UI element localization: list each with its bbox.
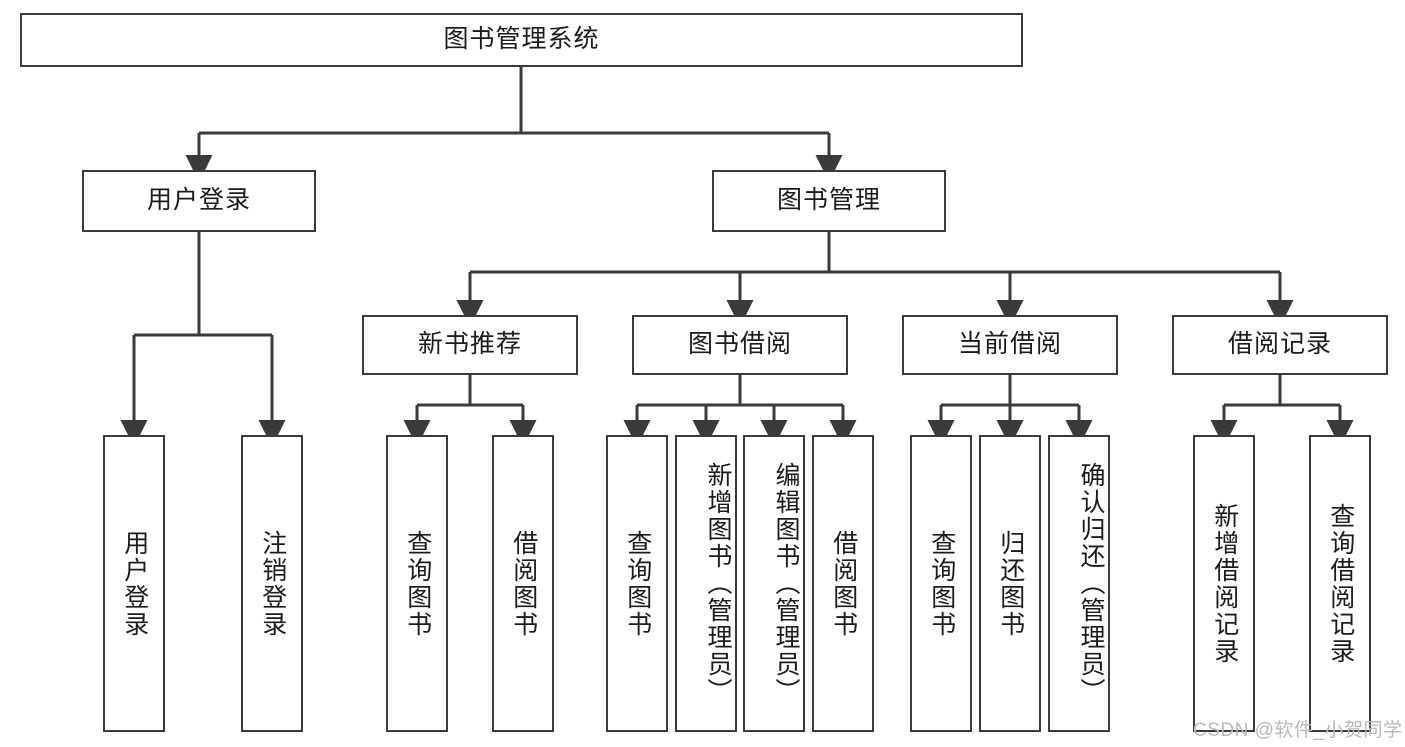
leaf-user-logout[interactable]: 注销登录: [241, 435, 303, 732]
leaf-confirm-return[interactable]: 确认归还（管理员）: [1048, 435, 1110, 732]
leaf-borrow-book-1[interactable]: 借阅图书: [492, 435, 554, 732]
leaf-add-book[interactable]: 新增图书（管理员）: [675, 435, 737, 732]
node-borrow-record[interactable]: 借阅记录: [1172, 315, 1388, 375]
leaf-query-book-2[interactable]: 查询图书: [606, 435, 668, 732]
node-root[interactable]: 图书管理系统: [20, 13, 1023, 67]
leaf-add-record[interactable]: 新增借阅记录: [1193, 435, 1255, 732]
leaf-return-book[interactable]: 归还图书: [979, 435, 1041, 732]
node-new-book-recommend[interactable]: 新书推荐: [362, 315, 578, 375]
leaf-edit-book[interactable]: 编辑图书（管理员）: [743, 435, 805, 732]
node-book-borrow[interactable]: 图书借阅: [632, 315, 848, 375]
csdn-watermark: CSDN @软件_小贺同学: [1193, 720, 1403, 741]
leaf-query-book-3[interactable]: 查询图书: [910, 435, 972, 732]
node-current-borrow[interactable]: 当前借阅: [902, 315, 1118, 375]
leaf-query-record[interactable]: 查询借阅记录: [1309, 435, 1371, 732]
node-book-management[interactable]: 图书管理: [712, 170, 946, 232]
leaf-user-login[interactable]: 用户登录: [103, 435, 165, 732]
leaf-query-book-1[interactable]: 查询图书: [386, 435, 448, 732]
leaf-borrow-book-2[interactable]: 借阅图书: [812, 435, 874, 732]
node-user-login[interactable]: 用户登录: [82, 170, 316, 232]
